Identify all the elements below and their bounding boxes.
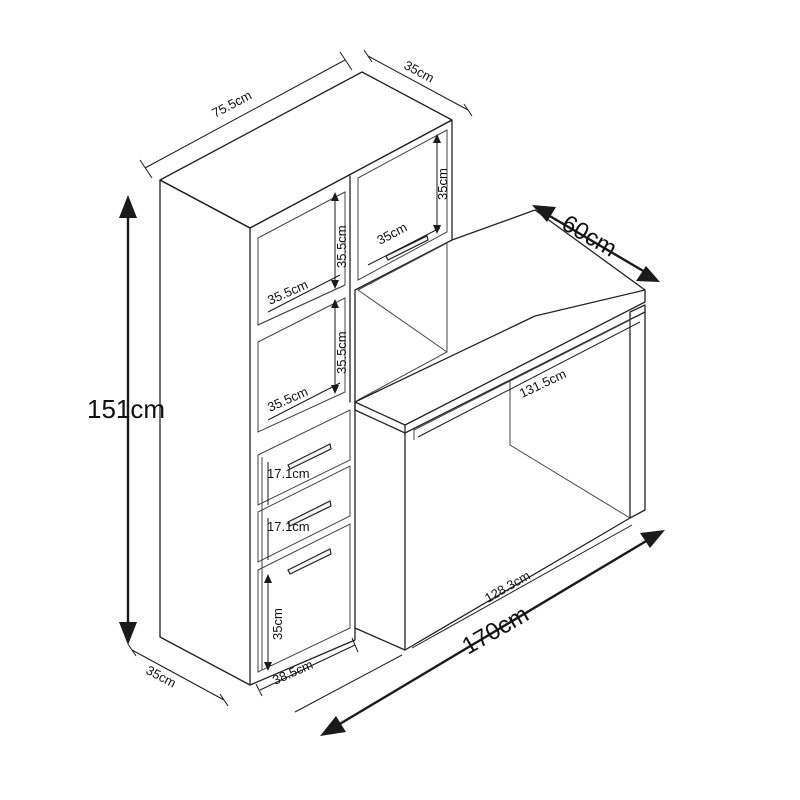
label-desk-depth: 60cm [557, 210, 621, 263]
desk-leg-edge [354, 627, 406, 651]
dimension-line [363, 49, 373, 63]
label-drawer1-height: 17.1cm [267, 466, 310, 481]
arrow-up-icon [331, 192, 339, 201]
dimension-line [267, 382, 341, 421]
arrow-right-icon [640, 530, 665, 548]
lower-door [257, 523, 351, 673]
cabinet-side [159, 179, 251, 686]
label-height: 151cm [87, 394, 165, 424]
dimension-line [411, 524, 633, 649]
compartment-back [357, 289, 448, 353]
label-upper-door-width: 35cm [374, 219, 409, 247]
arrow-left-icon [320, 716, 346, 736]
dimension-line [337, 538, 649, 727]
label-total-width: 170cm [458, 601, 534, 660]
desk-top [354, 289, 646, 426]
desk [354, 209, 646, 651]
drawer-2 [257, 465, 351, 563]
arrow-down-icon [264, 662, 272, 671]
dimension-line [144, 59, 346, 169]
label-shelf1-height: 35.5cm [334, 225, 349, 268]
desk-edge [404, 311, 646, 434]
dimension-line [417, 321, 641, 438]
arrow-up-icon [119, 195, 137, 218]
dimension-labels: 75.5cm 35cm 151cm 35cm 60cm 35cm 35cm 35… [87, 57, 621, 690]
desk-leg-panel [629, 304, 646, 519]
desk-back-rail [509, 380, 631, 519]
drawer-1 [257, 409, 351, 506]
dimension-line [463, 103, 473, 117]
dimension-line [131, 649, 225, 701]
label-drawer2-height: 17.1cm [267, 519, 310, 534]
drawer-handle-icon [287, 500, 332, 527]
drawer-handle-icon [287, 443, 332, 470]
label-upper-door-height: 35cm [435, 168, 450, 200]
shelf-opening-2 [257, 297, 346, 433]
cabinet-top [159, 71, 453, 229]
dimension-line [339, 51, 353, 71]
dimension-line [367, 227, 441, 266]
arrow-down-icon [331, 385, 339, 394]
arrow-down-icon [119, 622, 137, 645]
arrow-right-icon [636, 266, 660, 282]
dimension-line [127, 643, 137, 657]
dimension-line [219, 693, 229, 707]
shelf-edge [257, 284, 346, 326]
label-desk-inner-back: 131.5cm [517, 366, 569, 401]
cabinet-tower [159, 71, 453, 686]
dimension-line [294, 654, 403, 713]
arrow-down-icon [331, 280, 339, 289]
label-side-depth: 35cm [144, 662, 179, 690]
label-base-width: 38.5cm [270, 657, 315, 688]
dimension-line [139, 159, 153, 179]
label-top-width: 75.5cm [209, 87, 254, 120]
dimension-line [547, 213, 646, 274]
label-shelf1-width: 35.5cm [265, 277, 310, 308]
arrow-up-icon [433, 134, 441, 143]
label-shelf2-height: 35.5cm [334, 331, 349, 374]
label-lower-door-height: 35cm [270, 608, 285, 640]
label-top-depth: 35cm [402, 57, 437, 85]
arrow-up-icon [331, 299, 339, 308]
upper-door [357, 129, 448, 281]
dimension-lines [119, 49, 665, 736]
dimension-line [351, 637, 359, 653]
door-handle-icon [385, 235, 429, 261]
dimension-line [367, 55, 469, 111]
dimension-line [255, 683, 263, 697]
cabinet-front [249, 119, 453, 686]
desk-leg-edge [404, 517, 631, 651]
dimension-line [259, 644, 356, 691]
arrow-left-icon [532, 205, 556, 222]
desk-top-back-edge [451, 209, 646, 291]
right-compartment [357, 242, 448, 401]
label-desk-inner-front: 128.3cm [482, 568, 533, 606]
arrow-up-icon [264, 574, 272, 583]
desk-edge [354, 409, 406, 434]
desk-inner-frame [413, 319, 631, 440]
dimension-line [267, 274, 341, 313]
door-handle-icon [287, 548, 332, 575]
